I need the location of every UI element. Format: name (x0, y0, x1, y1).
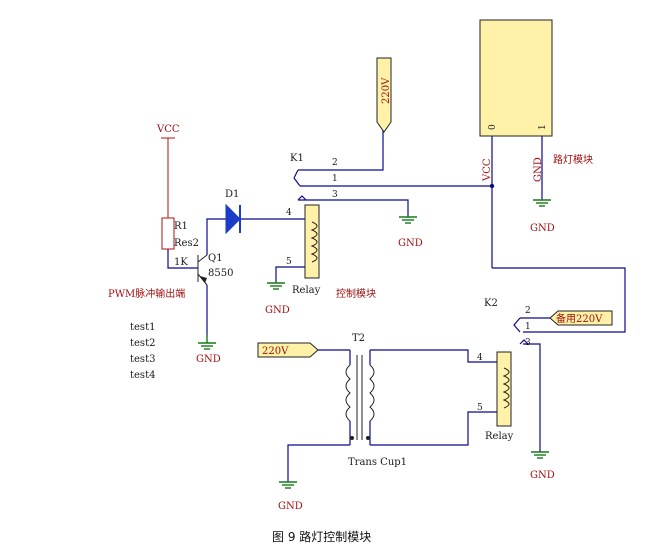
test1-label: test1 (130, 322, 155, 333)
lamp-module-label: 路灯模块 (553, 153, 593, 166)
k1-designator: K1 (290, 153, 304, 164)
ac-220v-label-horizontal: 220V (262, 346, 289, 357)
k2-pin-4: 4 (477, 353, 483, 363)
t2-part-label: Trans Cup1 (348, 457, 407, 468)
k1-part-label: Relay (292, 285, 321, 296)
test2-label: test2 (130, 338, 155, 349)
relay-k2 (496, 317, 529, 427)
k2-pin-1: 1 (525, 322, 531, 332)
vcc-label-right: VCC (482, 158, 493, 182)
test3-label: test3 (130, 354, 155, 365)
ac-220v-flag-horizontal (257, 342, 319, 358)
r1-type: Res2 (174, 238, 199, 249)
q1-designator: Q1 (208, 253, 223, 264)
k2-gnd-label: GND (530, 470, 555, 481)
control-module-label: 控制模块 (336, 287, 376, 300)
k2-part-label: Relay (485, 431, 514, 442)
lamp-gnd-label: GND (533, 157, 544, 182)
lamp-module-gnd-label: GND (530, 223, 555, 234)
q1-value: 8550 (208, 268, 233, 279)
transistor-q1 (197, 254, 208, 286)
d1-designator: D1 (225, 189, 239, 200)
figure-caption: 图 9 路灯控制模块 (272, 529, 371, 544)
k2-pin-5: 5 (477, 403, 483, 413)
r1-designator: R1 (174, 221, 188, 232)
t2-designator: T2 (352, 333, 365, 344)
pwm-output-label: PWM脉冲输出端 (108, 287, 185, 300)
r1-value: 1K (174, 257, 188, 268)
diode-d1 (225, 203, 241, 235)
ground-symbols (198, 199, 551, 489)
lamp-pin-0: 0 (488, 124, 498, 130)
ac-220v-flag-vertical (376, 57, 392, 133)
junction-dot (489, 183, 495, 189)
relay-k1 (293, 169, 320, 279)
k2-pin-3: 3 (525, 338, 531, 348)
k1-pin-2: 2 (332, 158, 338, 168)
ac-220v-label-vertical: 220V (381, 77, 392, 104)
backup-220v-flag (549, 310, 613, 326)
lamp-pin-1: 1 (538, 124, 548, 130)
resistor-r1 (161, 217, 175, 250)
wires (161, 130, 626, 482)
k1-pin-5: 5 (286, 257, 292, 267)
backup-220v-label: 备用220V (556, 312, 603, 325)
vcc-label-left: VCC (156, 124, 180, 135)
labels: VCC R1 Res2 1K Q1 8550 D1 PWM脉冲输出端 GND t… (108, 77, 603, 544)
test4-label: test4 (130, 370, 155, 381)
t2-gnd-label: GND (278, 501, 303, 512)
k1-pin-3: 3 (332, 190, 338, 200)
transformer-t2 (345, 350, 375, 445)
lamp-module-box (479, 19, 553, 137)
k1-pin-4: 4 (286, 208, 292, 218)
k2-pin-2: 2 (525, 306, 531, 316)
k1-pin-1: 1 (332, 174, 338, 184)
q1-gnd-label: GND (196, 354, 221, 365)
k2-designator: K2 (484, 298, 498, 309)
k1-contact-gnd-label: GND (398, 238, 423, 249)
k1-gnd-label: GND (265, 305, 290, 316)
